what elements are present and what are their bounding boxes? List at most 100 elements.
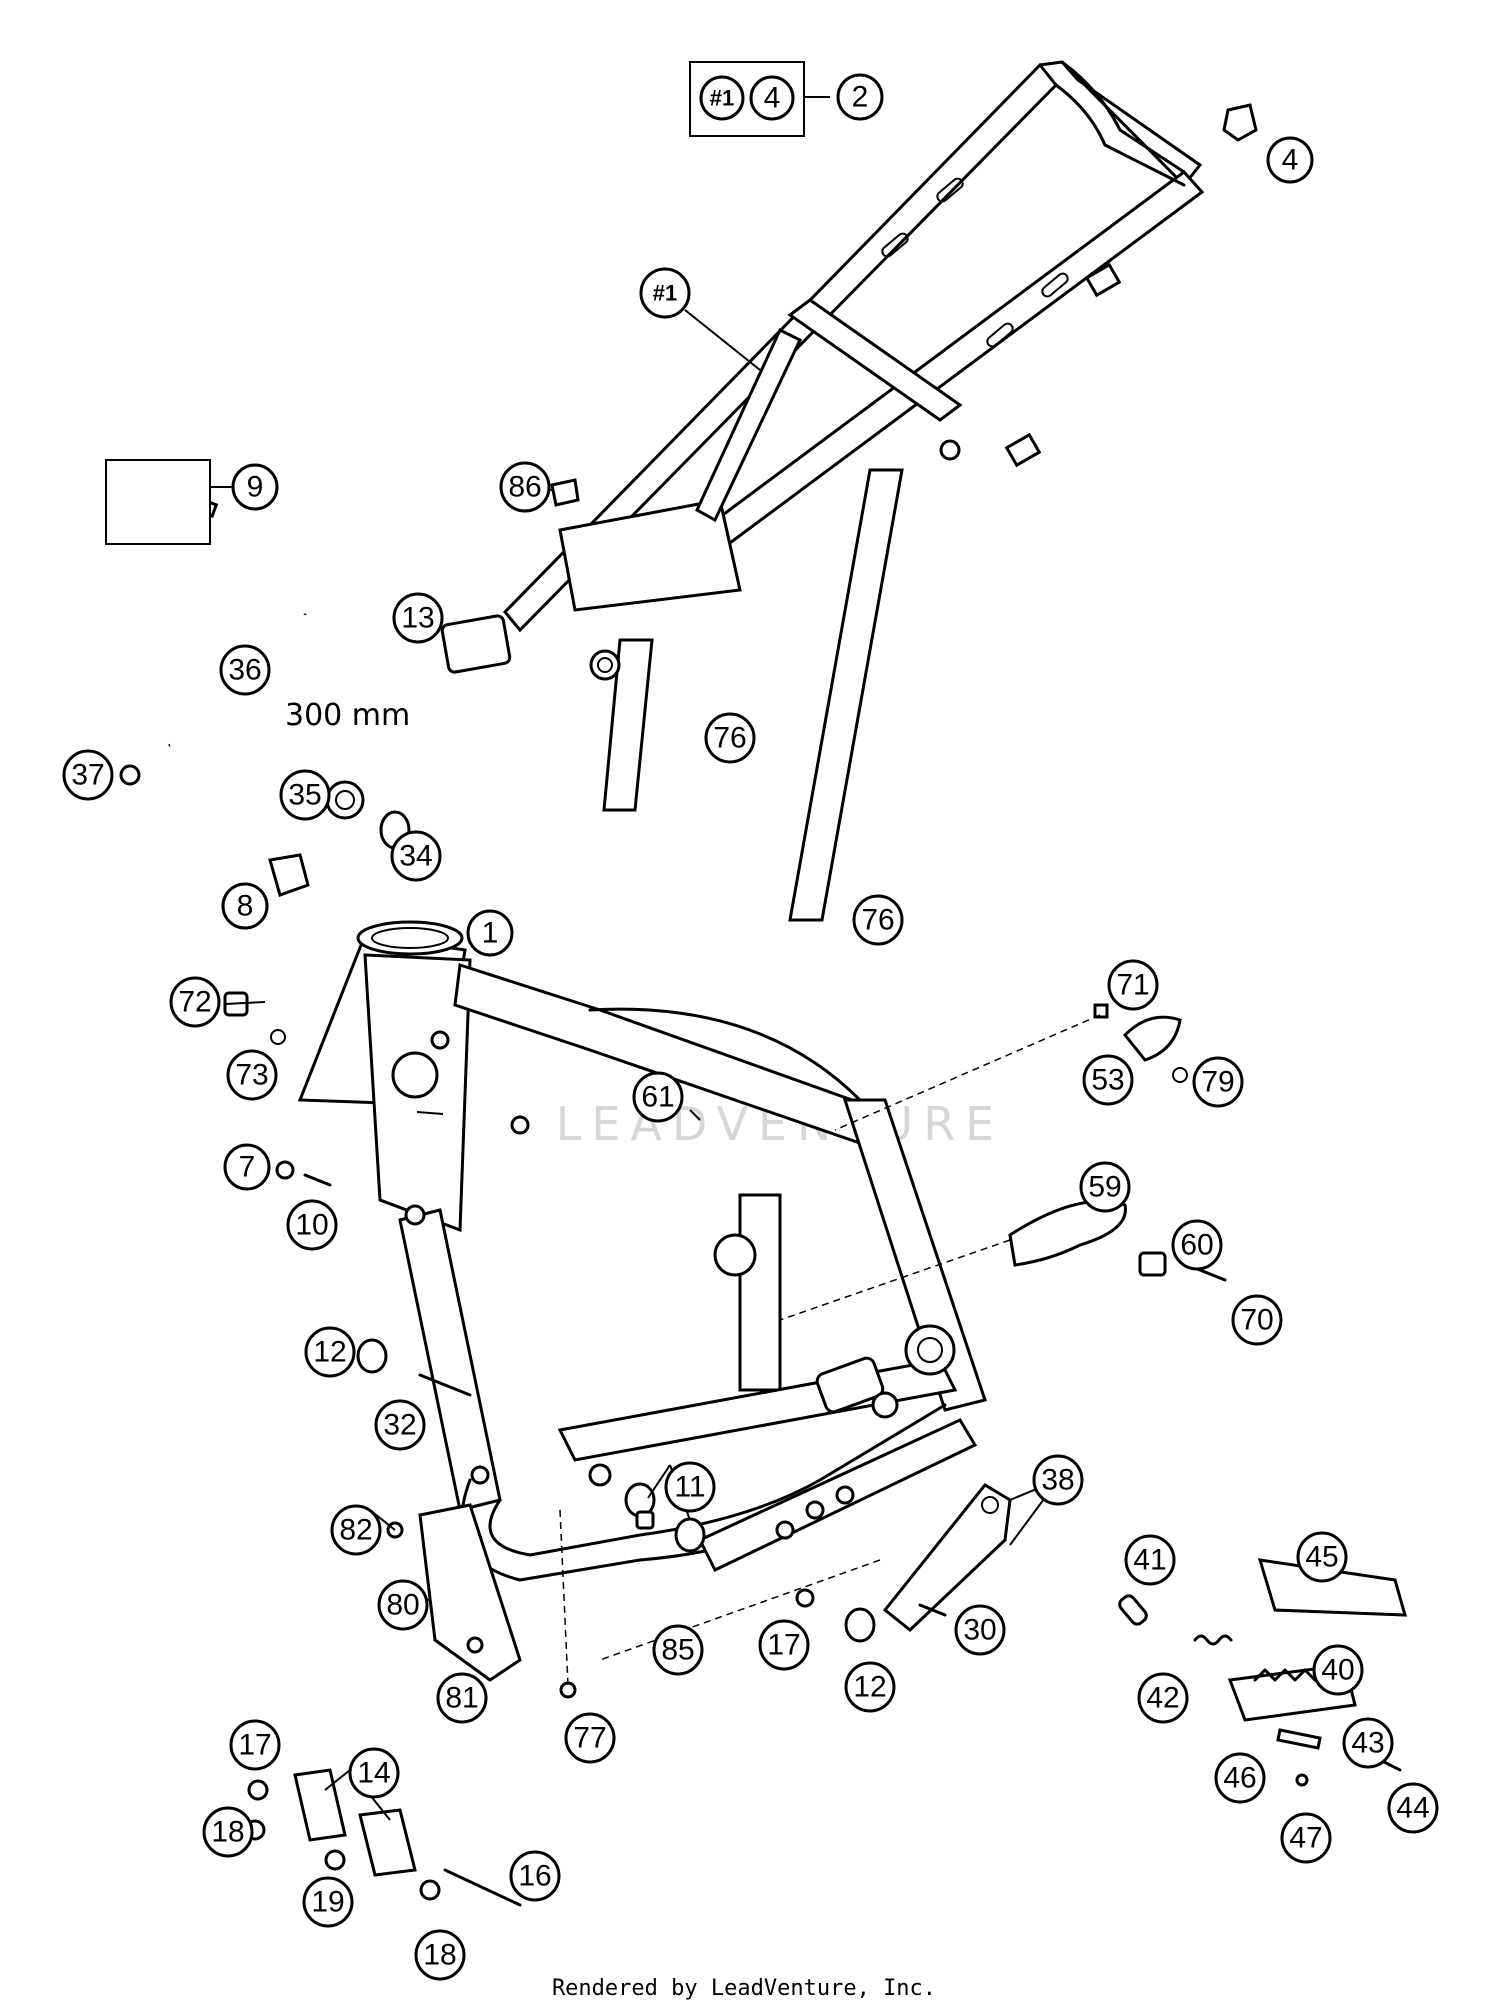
callout-79[interactable]: 79 xyxy=(1192,1056,1244,1108)
svg-text:59: 59 xyxy=(1088,1171,1121,1204)
callout-10[interactable]: 10 xyxy=(286,1199,338,1251)
svg-text:9: 9 xyxy=(247,471,264,504)
svg-text:18: 18 xyxy=(211,1816,244,1849)
svg-text:82: 82 xyxy=(339,1514,372,1547)
callout-hash1[interactable]: #1 xyxy=(639,267,691,319)
callout-73[interactable]: 73 xyxy=(226,1049,278,1101)
svg-text:71: 71 xyxy=(1116,969,1149,1002)
svg-text:32: 32 xyxy=(383,1409,416,1442)
callout-42[interactable]: 42 xyxy=(1137,1672,1189,1724)
callout-71[interactable]: 71 xyxy=(1107,959,1159,1011)
svg-text:81: 81 xyxy=(445,1682,478,1715)
svg-text:#1: #1 xyxy=(710,86,734,111)
callout-80[interactable]: 80 xyxy=(377,1579,429,1631)
svg-text:12: 12 xyxy=(853,1671,886,1704)
svg-text:40: 40 xyxy=(1321,1654,1354,1687)
callout-77[interactable]: 77 xyxy=(564,1712,616,1764)
svg-text:70: 70 xyxy=(1240,1304,1273,1337)
rear-subframe-drawing xyxy=(502,60,1205,922)
svg-text:47: 47 xyxy=(1289,1822,1322,1855)
callout-72[interactable]: 72 xyxy=(169,976,221,1028)
svg-text:53: 53 xyxy=(1091,1064,1124,1097)
callout-82[interactable]: 82 xyxy=(330,1504,382,1556)
callout-47[interactable]: 47 xyxy=(1280,1812,1332,1864)
callout-7[interactable]: 7 xyxy=(223,1143,271,1191)
lock-set-kit-box xyxy=(105,459,211,545)
svg-text:44: 44 xyxy=(1396,1792,1429,1825)
callout-70[interactable]: 70 xyxy=(1231,1294,1283,1346)
callout-12b[interactable]: 12 xyxy=(844,1661,896,1713)
callout-17b[interactable]: 17 xyxy=(229,1719,281,1771)
svg-text:1: 1 xyxy=(482,917,499,950)
callout-36[interactable]: 36 xyxy=(219,644,271,696)
callout-34[interactable]: 34 xyxy=(390,830,442,882)
callout-12a[interactable]: 12 xyxy=(304,1326,356,1378)
svg-text:36: 36 xyxy=(228,654,261,687)
svg-text:73: 73 xyxy=(235,1059,268,1092)
callout-41[interactable]: 41 xyxy=(1124,1534,1176,1586)
svg-text:19: 19 xyxy=(311,1886,344,1919)
callout-30[interactable]: 30 xyxy=(954,1604,1006,1656)
callout-18b[interactable]: 18 xyxy=(414,1929,466,1981)
svg-text:30: 30 xyxy=(963,1614,996,1647)
callout-53[interactable]: 53 xyxy=(1082,1054,1134,1106)
main-frame-drawing xyxy=(297,920,987,1582)
callout-76a[interactable]: 76 xyxy=(704,712,756,764)
callout-86[interactable]: 86 xyxy=(499,461,551,513)
callout-13[interactable]: 13 xyxy=(392,592,444,644)
callout-40[interactable]: 40 xyxy=(1312,1644,1364,1696)
callout-59[interactable]: 59 xyxy=(1079,1161,1131,1213)
svg-text:34: 34 xyxy=(399,840,432,873)
svg-text:18: 18 xyxy=(423,1939,456,1972)
svg-text:38: 38 xyxy=(1041,1464,1074,1497)
svg-text:2: 2 xyxy=(852,81,869,114)
callout-61[interactable]: 61 xyxy=(632,1071,684,1123)
svg-text:4: 4 xyxy=(1282,144,1299,177)
callout-11[interactable]: 11 xyxy=(664,1461,716,1513)
callout-45[interactable]: 45 xyxy=(1296,1531,1348,1583)
callout-44[interactable]: 44 xyxy=(1387,1782,1439,1834)
svg-text:11: 11 xyxy=(674,1471,705,1504)
svg-text:42: 42 xyxy=(1146,1682,1179,1715)
callout-43[interactable]: 43 xyxy=(1342,1717,1394,1769)
footer-credit: Rendered by LeadVenture, Inc. xyxy=(552,1976,936,2001)
callout-16[interactable]: 16 xyxy=(509,1850,561,1902)
kit-callout-hash1[interactable]: #1 xyxy=(699,75,745,121)
callout-81[interactable]: 81 xyxy=(436,1672,488,1724)
callout-9[interactable]: 9 xyxy=(231,463,279,511)
callout-4[interactable]: 4 xyxy=(1266,136,1314,184)
callout-35[interactable]: 35 xyxy=(279,769,331,821)
hose-length-note: 300 mm xyxy=(285,698,410,733)
kit-callout-4[interactable]: 4 xyxy=(749,75,795,121)
svg-text:17: 17 xyxy=(767,1629,800,1662)
svg-text:10: 10 xyxy=(295,1209,328,1242)
svg-text:41: 41 xyxy=(1133,1544,1166,1577)
svg-text:76: 76 xyxy=(861,904,894,937)
callout-2[interactable]: 2 xyxy=(836,73,884,121)
svg-text:61: 61 xyxy=(641,1081,674,1114)
callout-37[interactable]: 37 xyxy=(62,749,114,801)
callout-19[interactable]: 19 xyxy=(302,1876,354,1928)
svg-text:76: 76 xyxy=(713,722,746,755)
svg-text:60: 60 xyxy=(1180,1229,1213,1262)
svg-text:16: 16 xyxy=(518,1860,551,1893)
svg-text:79: 79 xyxy=(1201,1066,1234,1099)
svg-text:#1: #1 xyxy=(653,281,677,306)
callout-1[interactable]: 1 xyxy=(466,909,514,957)
callout-18a[interactable]: 18 xyxy=(202,1806,254,1858)
callout-85[interactable]: 85 xyxy=(652,1624,704,1676)
callout-76b[interactable]: 76 xyxy=(852,894,904,946)
svg-text:80: 80 xyxy=(386,1589,419,1622)
callout-17a[interactable]: 17 xyxy=(758,1619,810,1671)
callout-8[interactable]: 8 xyxy=(221,882,269,930)
svg-text:77: 77 xyxy=(573,1722,606,1755)
svg-text:37: 37 xyxy=(71,759,104,792)
callout-32[interactable]: 32 xyxy=(374,1399,426,1451)
svg-text:43: 43 xyxy=(1351,1727,1384,1760)
callout-14[interactable]: 14 xyxy=(348,1747,400,1799)
svg-text:72: 72 xyxy=(178,986,211,1019)
callout-60[interactable]: 60 xyxy=(1171,1219,1223,1271)
callout-38[interactable]: 38 xyxy=(1032,1454,1084,1506)
callout-46[interactable]: 46 xyxy=(1214,1752,1266,1804)
